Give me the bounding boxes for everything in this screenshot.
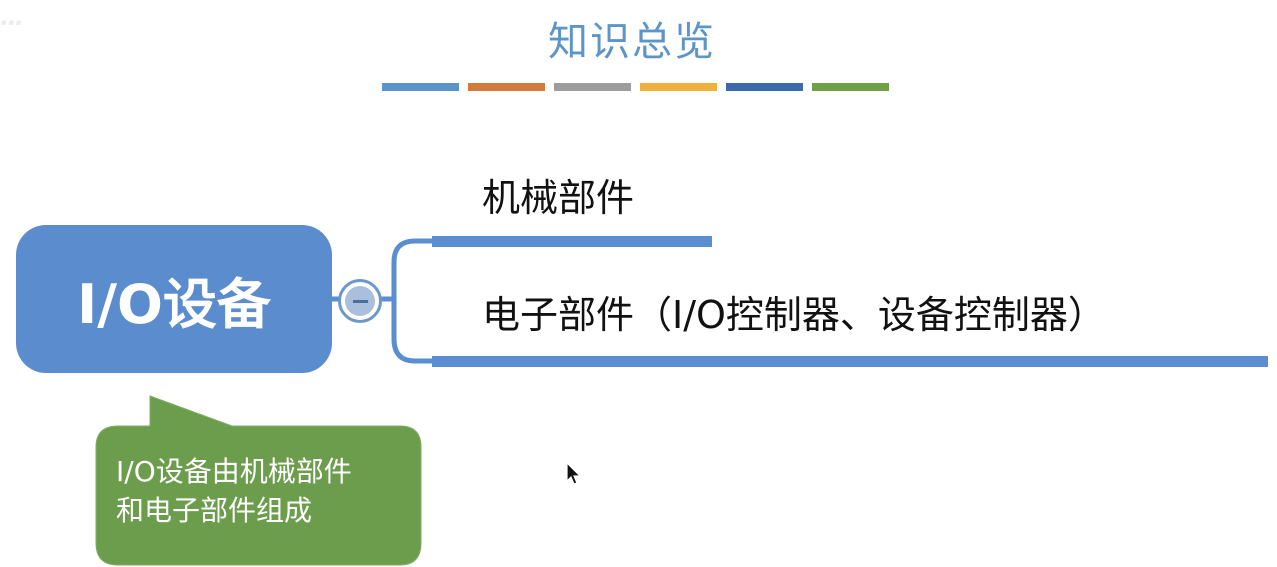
title-color-bar [554,83,631,91]
minus-icon-bar [352,299,368,303]
root-node[interactable]: I/O设备 [16,225,332,373]
callout-line-2: 和电子部件组成 [116,494,313,527]
callout-line-1: I/O设备由机械部件 [116,455,352,488]
branch-label-mechanical-parts[interactable]: 机械部件 [482,176,635,220]
root-node-label: I/O设备 [77,272,271,336]
callout-text: I/O设备由机械部件 和电子部件组成 [116,452,411,530]
branch-label-electronic-parts[interactable]: 电子部件（I/O控制器、设备控制器） [482,293,1106,337]
page-title: 知识总览 [548,19,716,65]
branch-underline-mechanical-parts [432,236,712,247]
title-color-bar [726,83,803,91]
callout-shape [95,395,422,566]
title-color-bar [468,83,545,91]
title-color-bar [640,83,717,91]
title-color-bar [382,83,459,91]
mouse-pointer-icon [566,462,582,485]
connector-branch-lower [391,296,435,364]
collapse-node-button[interactable] [338,279,382,323]
title-color-bar [812,83,889,91]
watermark: … [0,3,25,31]
connector-branch-upper [379,238,435,302]
branch-underline-electronic-parts [432,356,1268,367]
minus-icon [345,286,375,316]
